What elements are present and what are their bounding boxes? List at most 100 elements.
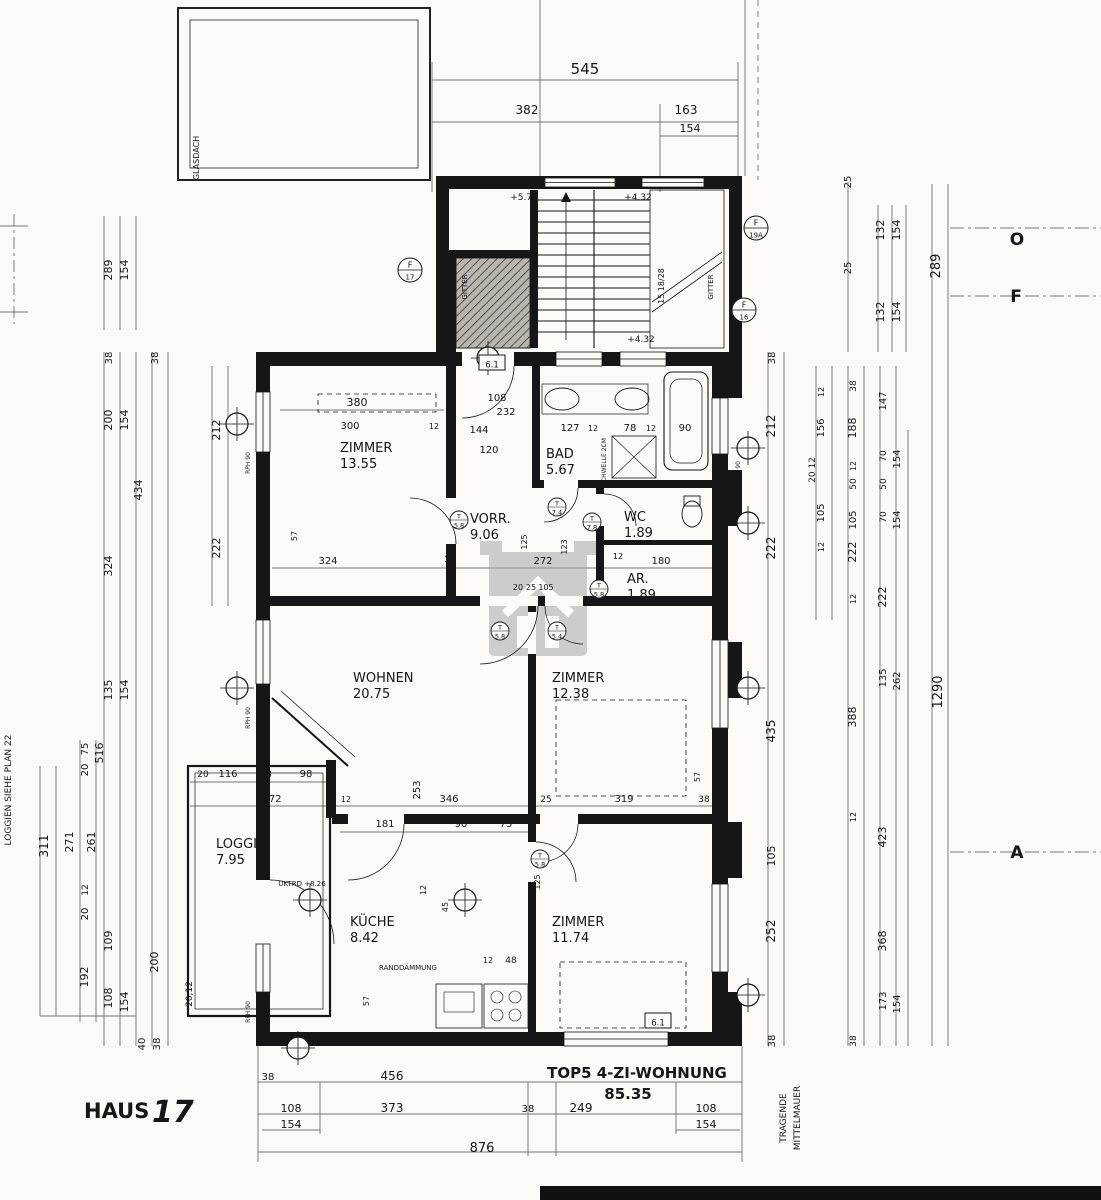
dimension-label: 232	[496, 407, 515, 418]
dimension-label: 154	[890, 302, 903, 323]
apartment-label: TOP5 4-ZI-WOHNUNG	[547, 1064, 727, 1082]
dimension-label: 173	[878, 991, 889, 1010]
plan-title: HAUS	[84, 1099, 149, 1123]
dimension-label: 12	[817, 542, 826, 552]
door-tag-number: 5.8	[454, 522, 464, 530]
dimension-label: 181	[375, 819, 394, 830]
door-tag-number: 5.8	[535, 861, 545, 869]
dimension-label: 38	[262, 1072, 275, 1083]
dimension-label: 20	[80, 764, 91, 777]
door-tag-number: 5.8	[495, 633, 505, 641]
grid-letter: F	[1010, 287, 1022, 307]
loggia-outline	[186, 764, 332, 1018]
windows	[255, 177, 729, 1047]
door-arc	[461, 365, 515, 419]
apartment-area: 85.35	[604, 1085, 651, 1103]
room-name: ZIMMER	[340, 441, 392, 456]
door-arc	[347, 823, 405, 881]
room-area: 1.89	[624, 526, 653, 541]
window-tag-number: 16	[740, 314, 749, 322]
adjacent-plan-band	[540, 1186, 1101, 1200]
dimension-label: 876	[470, 1141, 495, 1156]
dimension-label: 12	[646, 424, 656, 433]
dimension-label: 222	[210, 538, 223, 559]
dimension-label: 127	[560, 423, 579, 434]
door-tag-number: 5.8	[594, 591, 604, 599]
dimension-label: 50	[879, 478, 889, 490]
washbasin	[614, 387, 650, 411]
dimension-label: 20	[197, 770, 209, 780]
dimension-label: 154	[281, 1118, 302, 1131]
room-name: ZIMMER	[552, 915, 604, 930]
dimension-label: 12	[483, 956, 493, 965]
dimension-label: 38	[849, 1035, 859, 1047]
dimension-label: 319	[614, 794, 633, 805]
dimension-label: 156	[816, 418, 827, 437]
dimension-label: 154	[696, 1118, 717, 1131]
dimension-label: 222	[876, 587, 889, 608]
dimension-label: 154	[892, 994, 903, 1013]
dimension-label: 180	[651, 556, 670, 567]
dimension-label: 70	[879, 450, 889, 462]
dimension-label: 388	[846, 707, 859, 728]
room-name: WOHNEN	[353, 671, 414, 686]
dimension-label: 57	[290, 531, 299, 541]
dimension-label: 12	[81, 884, 91, 895]
dimension-label: GLASDACH	[192, 136, 201, 180]
dimension-label: 40	[137, 1038, 148, 1051]
dimension-label: 105	[816, 503, 827, 522]
room-name: BAD	[546, 447, 574, 462]
dimension-label: 435	[764, 720, 778, 743]
dimension-label: 192	[78, 967, 91, 988]
window-tag-number: 19A	[749, 232, 763, 240]
dimension-label: RPH 90	[735, 461, 742, 483]
dimension-label: 346	[439, 794, 458, 805]
dimension-label: 212	[764, 415, 778, 438]
dimension-label: 516	[93, 743, 106, 764]
dimension-label: 222	[764, 537, 778, 560]
dimension-label: RPH+4.66	[730, 244, 738, 280]
loggia-diagonal	[271, 697, 349, 767]
dimension-label: 324	[318, 556, 337, 567]
dimension-label: +5.76	[510, 193, 538, 203]
bathtub	[663, 371, 709, 471]
element-tag-box	[478, 354, 506, 371]
dimension-label: 123	[560, 539, 569, 554]
dimension-label: 38	[522, 1104, 535, 1115]
door-tag-number: 7.4	[552, 509, 562, 517]
door-tag-letter: T	[554, 500, 559, 508]
dimension-label: GITTER	[461, 274, 469, 299]
door-tag-letter: T	[456, 513, 461, 521]
dimension-label: GITTER	[707, 274, 715, 299]
dimension-label: 200	[148, 952, 161, 973]
dimension-label: 545	[571, 60, 600, 78]
dimension-label: 212	[210, 420, 223, 441]
door-tag-letter: T	[554, 624, 559, 632]
dimension-label: 105	[765, 846, 778, 867]
dimension-label: 272	[533, 556, 552, 567]
door-tag-number: 5.4	[552, 633, 562, 641]
dimension-label: 12	[849, 594, 858, 604]
stair-direction-arrow	[561, 192, 571, 202]
dimension-label: 98	[300, 769, 313, 780]
dimension-label: 271	[63, 832, 76, 853]
door-arc	[269, 879, 335, 945]
dimension-label: 272	[262, 794, 281, 805]
dimension-label: 108	[696, 1102, 717, 1115]
dimension-label: 108	[102, 988, 115, 1009]
dimension-label: 90	[455, 819, 468, 830]
dimension-label: RPH 90	[245, 1001, 252, 1023]
dimension-label: 311	[37, 835, 51, 858]
dimension-label: 253	[412, 780, 423, 799]
dimension-label: 289	[102, 260, 115, 281]
dimension-label: 135	[102, 680, 115, 701]
dimension-label: 38	[767, 1035, 778, 1048]
dimension-label: 70	[879, 511, 889, 523]
dimension-label: 12	[429, 422, 439, 431]
dimension-label: 12	[588, 424, 598, 433]
room-area: 8.42	[350, 931, 379, 946]
dimension-label: 105	[538, 583, 553, 592]
dimension-label: 20 12	[808, 457, 818, 483]
fixtures-and-details	[186, 189, 725, 1029]
